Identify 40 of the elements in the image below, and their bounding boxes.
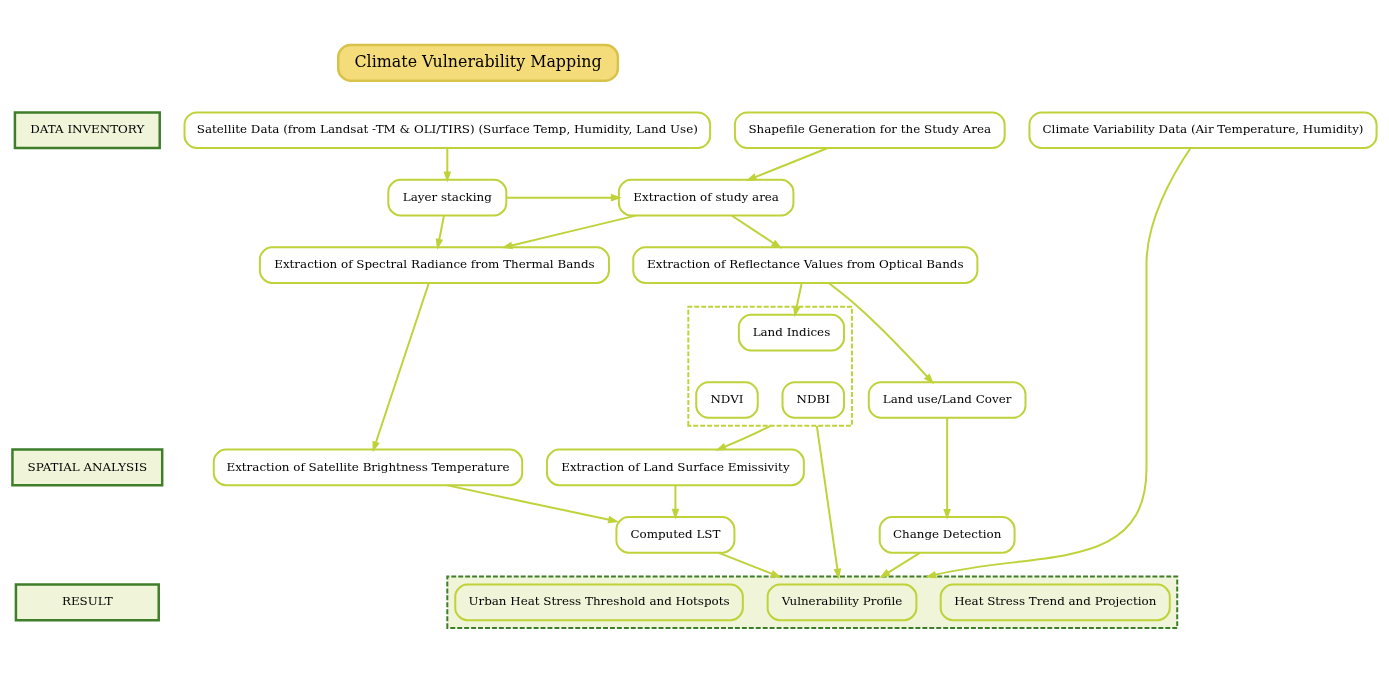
arrow <box>827 282 935 385</box>
arrow <box>879 551 921 579</box>
node-box: Layer stacking <box>387 178 508 217</box>
arrow <box>943 417 951 520</box>
arrow <box>745 147 829 181</box>
node-box: Extraction of Reflectance Values from Optical Bands <box>632 246 979 284</box>
node-box: NDBI <box>781 381 845 419</box>
node-box: SPATIAL ANALYSIS <box>11 448 164 487</box>
node-box: Shapefile Generation for the Study Area <box>733 111 1006 150</box>
node-box: Change Detection <box>878 516 1016 554</box>
node-box: Land use/Land Cover <box>867 381 1027 419</box>
arrow <box>815 424 842 580</box>
arrow <box>443 147 452 183</box>
node-box: Extraction of Spectral Radiance from Thermal Bands <box>258 246 610 284</box>
node-box: NDVI <box>695 381 759 419</box>
cluster <box>446 575 1179 630</box>
arrow <box>715 424 772 451</box>
arrow <box>501 214 637 250</box>
node-box: DATA INVENTORY <box>13 111 161 150</box>
node-box: Extraction of Land Surface Emissivity <box>546 448 805 487</box>
node-box: Climate Vulnerability Mapping <box>337 43 620 82</box>
node-box: Land Indices <box>737 313 845 352</box>
node-box: Heat Stress Trend and Projection <box>939 583 1171 622</box>
arrow <box>671 484 680 520</box>
arrow <box>793 282 803 318</box>
arrow <box>372 282 430 453</box>
arrow <box>446 484 619 524</box>
arrow <box>505 193 622 202</box>
arrow <box>717 551 782 578</box>
node-box: Extraction of Satellite Brightness Temperature <box>212 448 524 487</box>
arrow <box>925 147 1192 579</box>
node-box: Satellite Data (from Landsat -TM & OLI/TIRS) (Surface Temp, Humidity, Land Use) <box>183 111 712 150</box>
node-box: Vulnerability Profile <box>766 583 918 622</box>
node-box: Extraction of study area <box>617 178 795 217</box>
node-box: RESULT <box>14 583 160 622</box>
node-box: Urban Heat Stress Threshold and Hotspots <box>454 583 744 622</box>
node-box: Computed LST <box>615 516 736 554</box>
node-box: Climate Variability Data (Air Temperature, Humidity) <box>1028 111 1378 150</box>
arrow <box>730 214 783 249</box>
arrow <box>435 214 445 250</box>
